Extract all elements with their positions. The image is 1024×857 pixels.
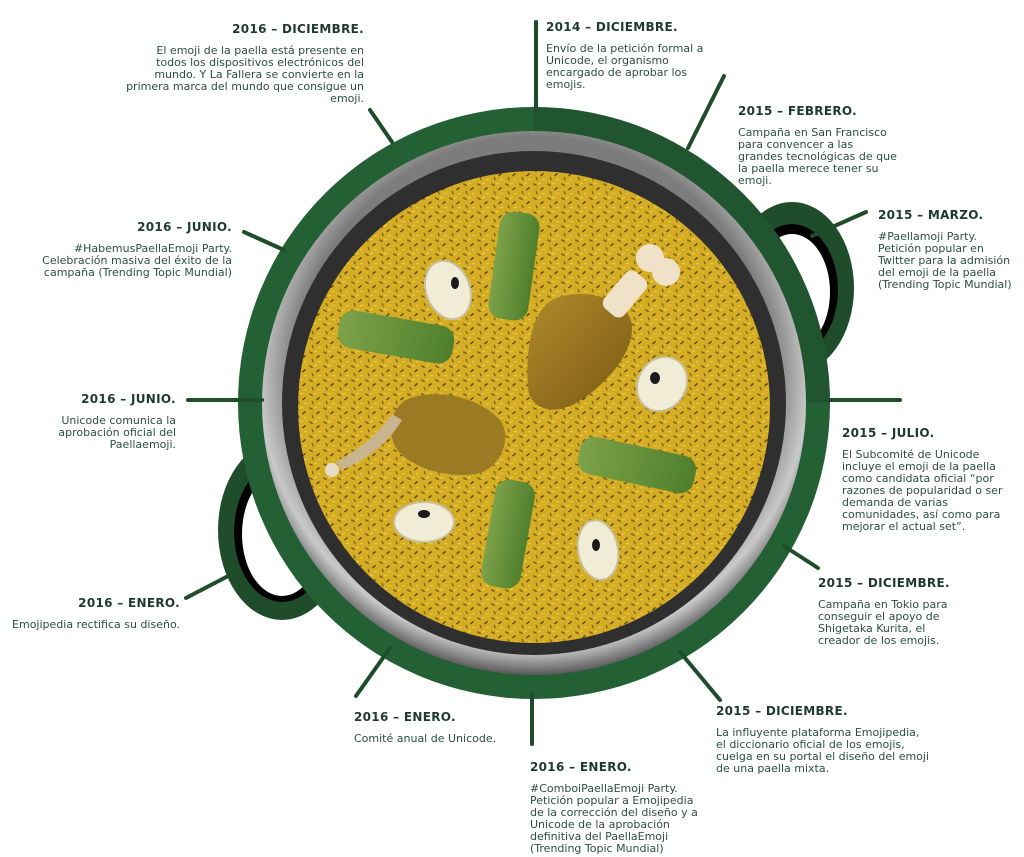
event-date: 2015 – DICIEMBRE.: [818, 576, 950, 590]
event-date: 2016 – JUNIO.: [137, 220, 232, 234]
event-2015-marzo: 2015 – MARZO. #Paellamoji Party. Petició…: [878, 208, 1018, 291]
event-text: #ComboiPaellaEmoji Party. Petición popul…: [530, 782, 698, 855]
white-bean: [635, 355, 689, 413]
event-text: Campaña en Tokio para conseguir el apoyo…: [818, 598, 948, 647]
event-2015-diciembre-tokio: 2015 – DICIEMBRE. Campaña en Tokio para …: [818, 576, 968, 647]
event-2014-diciembre: 2014 – DICIEMBRE. Envío de la petición f…: [546, 20, 706, 91]
event-text: Campaña en San Francisco para convencer …: [738, 126, 897, 187]
event-text: Envío de la petición formal a Unicode, e…: [546, 42, 704, 91]
event-date: 2014 – DICIEMBRE.: [546, 20, 678, 34]
event-2016-junio-party: 2016 – JUNIO. #HabemusPaellaEmoji Party.…: [22, 220, 232, 279]
event-2015-diciembre-emojipedia: 2015 – DICIEMBRE. La influyente platafor…: [716, 704, 930, 775]
event-2016-diciembre: 2016 – DICIEMBRE. El emoji de la paella …: [124, 22, 364, 105]
event-date: 2015 – MARZO.: [878, 208, 984, 222]
green-bean: [577, 436, 697, 494]
chicken-leg: [527, 244, 680, 410]
event-date: 2016 – DICIEMBRE.: [232, 22, 364, 36]
event-2016-enero-comboi: 2016 – ENERO. #ComboiPaellaEmoji Party. …: [530, 760, 708, 855]
white-bean: [393, 501, 455, 543]
event-text: La influyente plataforma Emojipedia, el …: [716, 726, 930, 775]
event-text: Unicode comunica la aprobación oficial d…: [58, 414, 176, 451]
event-text: Emojipedia rectifica su diseño.: [12, 618, 180, 631]
event-date: 2016 – JUNIO.: [81, 392, 176, 406]
green-bean: [488, 211, 540, 321]
event-2015-julio: 2015 – JULIO. El Subcomité de Unicode in…: [842, 426, 1014, 533]
event-text: #Paellamoji Party. Petición popular en T…: [878, 230, 1012, 291]
event-text: El emoji de la paella está presente en t…: [126, 44, 364, 105]
event-date: 2016 – ENERO.: [78, 596, 180, 610]
event-2016-enero-emojipedia: 2016 – ENERO. Emojipedia rectifica su di…: [4, 596, 180, 631]
event-text: Comité anual de Unicode.: [354, 732, 497, 745]
event-date: 2016 – ENERO.: [354, 710, 456, 724]
event-2015-febrero: 2015 – FEBRERO. Campaña en San Francisco…: [738, 104, 898, 187]
event-date: 2015 – JULIO.: [842, 426, 935, 440]
event-text: El Subcomité de Unicode incluye el emoji…: [842, 448, 1003, 533]
white-bean: [423, 259, 473, 321]
green-bean: [337, 310, 455, 364]
chicken-piece: [325, 394, 506, 477]
event-date: 2016 – ENERO.: [530, 760, 632, 774]
white-bean: [576, 519, 620, 581]
timeline-spokes: [184, 20, 902, 746]
event-date: 2015 – FEBRERO.: [738, 104, 857, 118]
event-2016-junio-unicode: 2016 – JUNIO. Unicode comunica la aproba…: [24, 392, 176, 451]
event-date: 2015 – DICIEMBRE.: [716, 704, 848, 718]
green-bean: [481, 479, 535, 589]
event-2016-enero-comite: 2016 – ENERO. Comité anual de Unicode.: [354, 710, 524, 745]
event-text: #HabemusPaellaEmoji Party. Celebración m…: [42, 242, 232, 279]
